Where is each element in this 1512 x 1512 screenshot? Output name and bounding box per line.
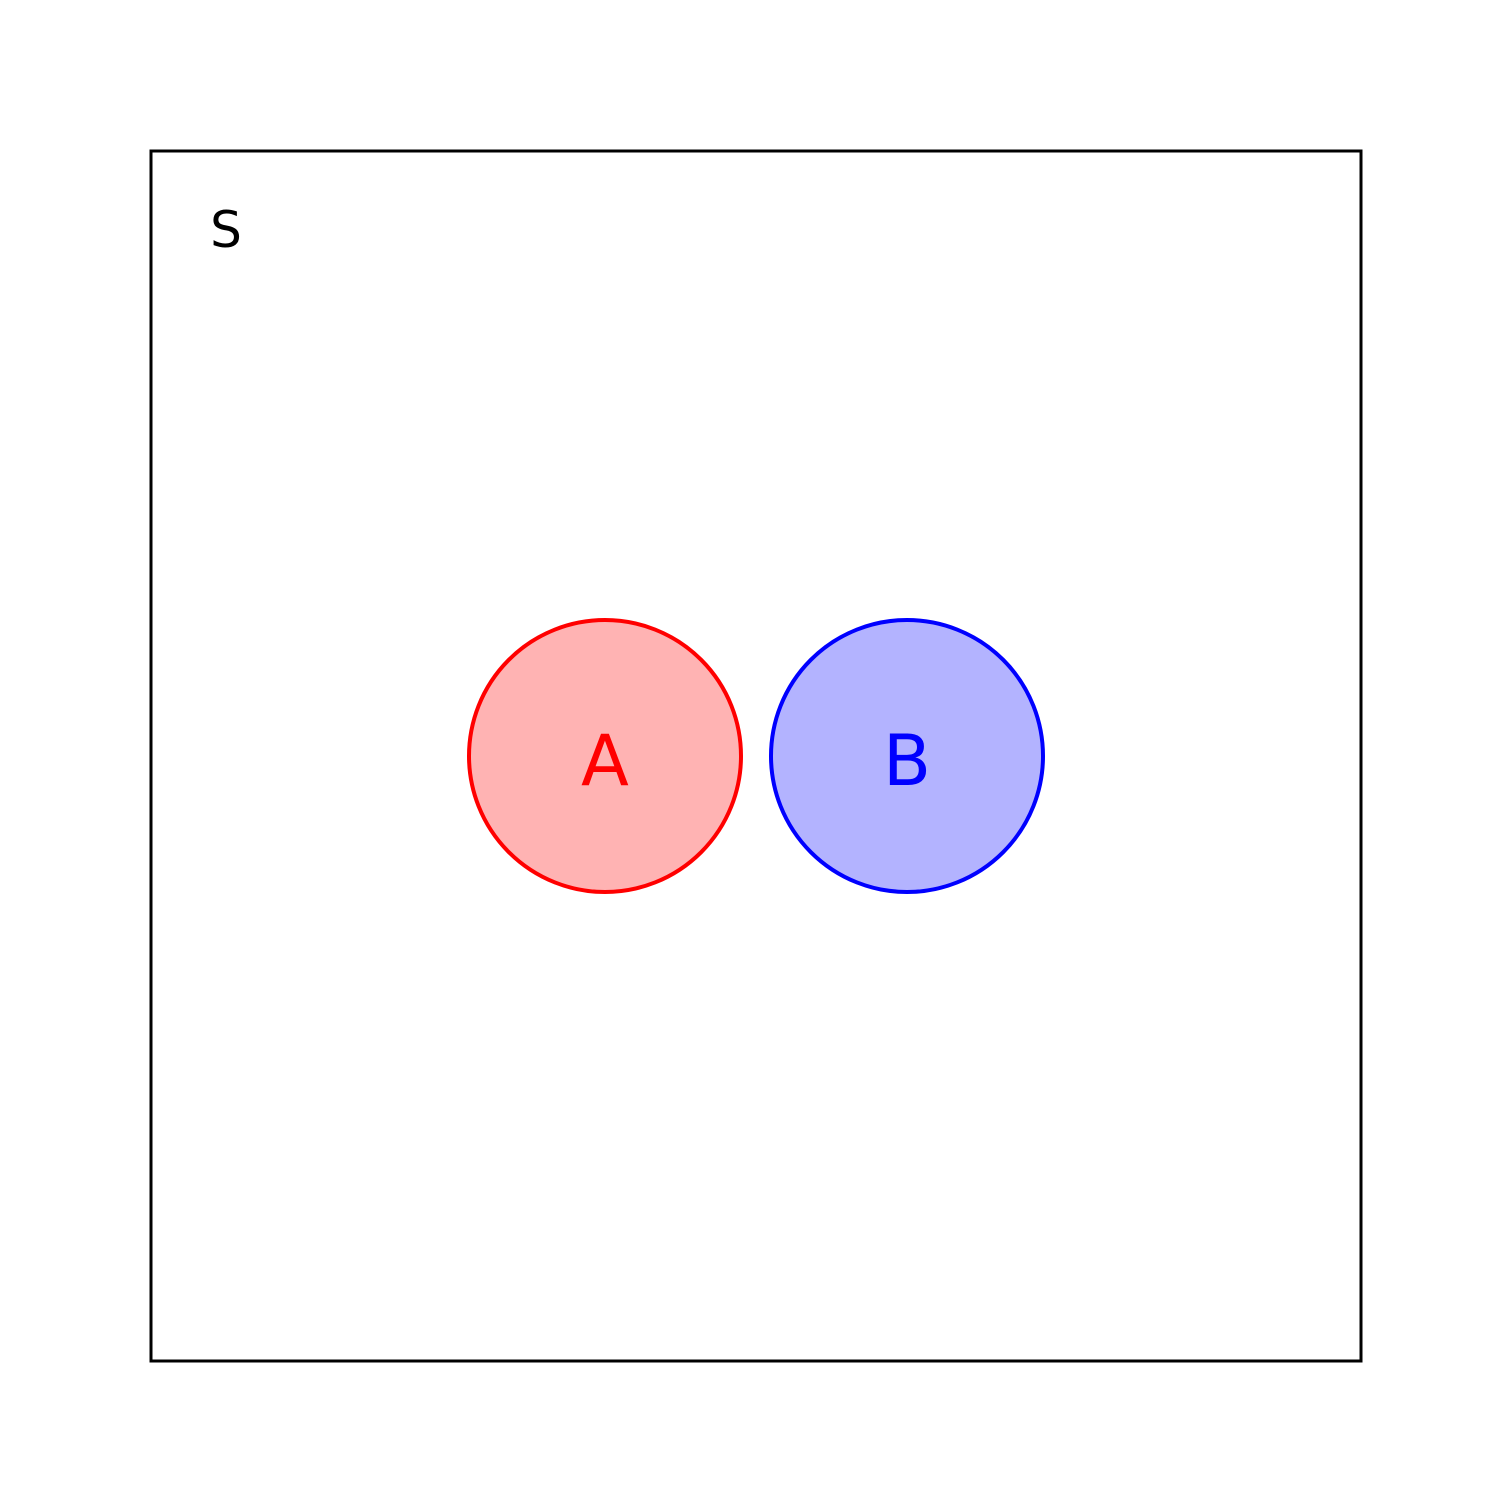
universe-rect — [149, 149, 1363, 1363]
set-b-label: B — [883, 720, 931, 802]
set-b-circle — [769, 618, 1045, 894]
universe-label: S — [210, 201, 242, 259]
set-a-circle — [467, 618, 743, 894]
set-a-label: A — [581, 720, 629, 802]
